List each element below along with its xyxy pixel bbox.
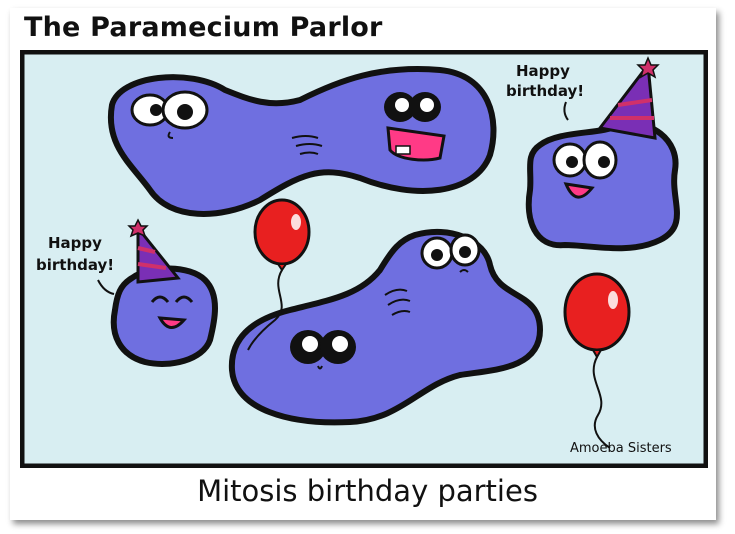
dividing-amoeba-top (107, 66, 497, 217)
comic-panel: Happy birthday! Happy birthday! (20, 50, 708, 468)
party-hat-icon-left (136, 223, 181, 284)
comic-caption: Mitosis birthday parties (197, 474, 538, 508)
dividing-amoeba-bottom (228, 228, 544, 426)
comic-title: The Paramecium Parlor (24, 12, 383, 43)
speech-right-line2: birthday! (506, 82, 584, 100)
signature: Amoeba Sisters (570, 441, 672, 456)
party-amoeba-right (525, 56, 680, 252)
party-amoeba-left (110, 218, 218, 367)
star-icon-left (127, 218, 149, 238)
star-icon (636, 56, 660, 79)
balloon-icon (247, 198, 311, 351)
speech-right-line1: Happy (516, 62, 570, 80)
balloon-icon-2 (563, 272, 631, 449)
speech-left-line2: birthday! (36, 256, 114, 274)
speech-left-line1: Happy (48, 234, 102, 252)
